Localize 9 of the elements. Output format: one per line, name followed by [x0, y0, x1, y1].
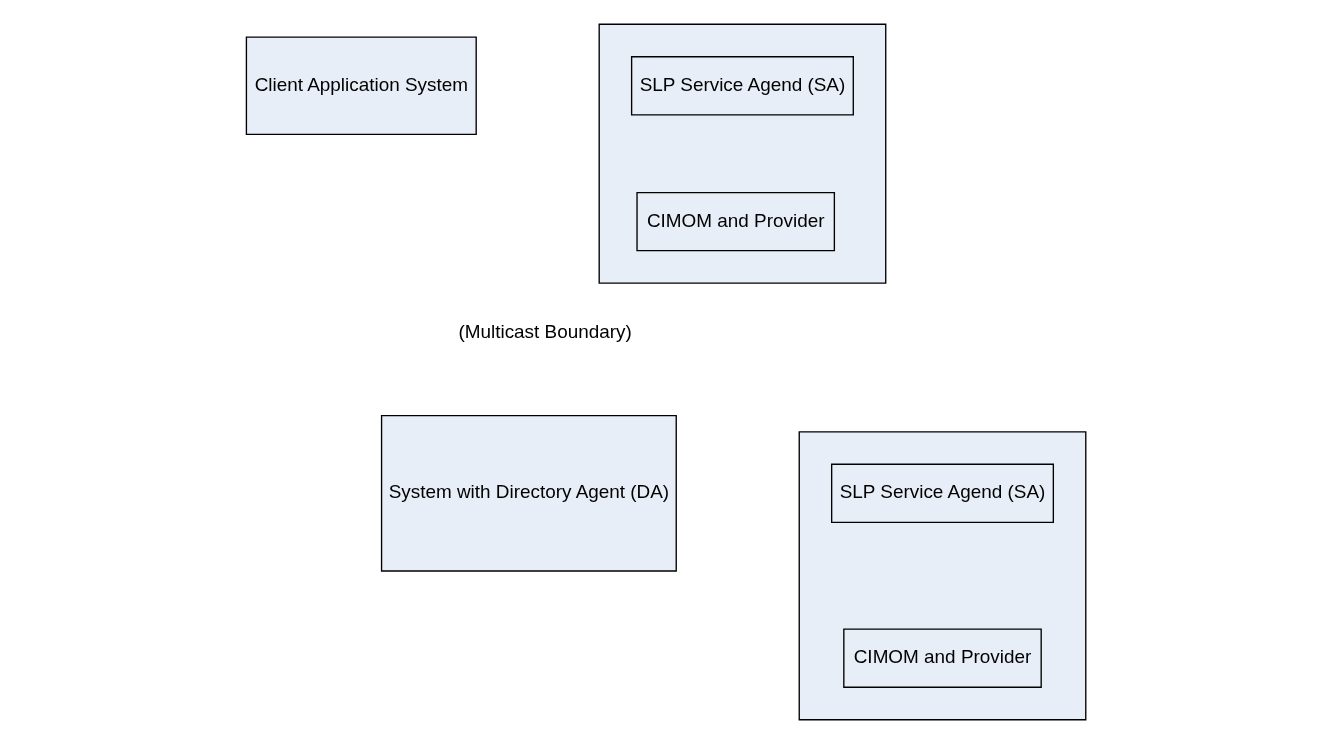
node-box: Client Application System: [245, 36, 477, 136]
node-box: CIMOM and Provider: [636, 191, 836, 252]
node-box: CIMOM and Provider: [843, 628, 1042, 688]
cluster: [598, 23, 887, 284]
cluster: [798, 431, 1087, 721]
node-box: SLP Service Agend (SA): [831, 463, 1054, 524]
label: (Multicast Boundary): [458, 321, 632, 343]
node-box: System with Directory Agent (DA): [380, 414, 677, 572]
node-box: SLP Service Agend (SA): [630, 56, 854, 116]
